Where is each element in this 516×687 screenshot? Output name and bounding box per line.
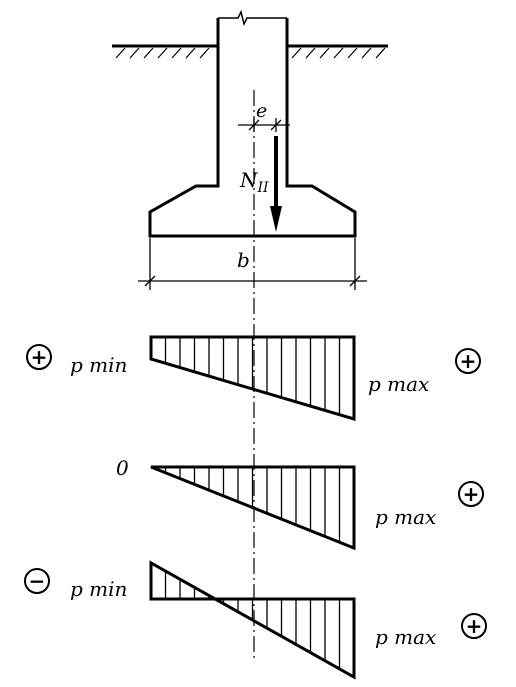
ground-hatch-line [143,47,154,59]
ground-hatch-line [347,47,358,59]
sign-right-2: + [463,482,480,506]
ground-hatch-line [157,47,168,59]
ground-hatching [115,47,386,59]
eccentricity-label: e [256,100,267,122]
ground-hatch-line [375,47,386,59]
sign-left-1: + [31,345,48,369]
sign-right-3: + [466,614,483,638]
ground-hatch-line [115,47,126,59]
eccentricity-dimension [238,118,290,132]
p-max-label-3: p max [375,625,436,649]
hatching-trapezoid [164,337,341,415]
load-arrow [270,136,282,232]
sign-circle-right-1 [455,348,481,374]
sign-circle-right-3 [461,613,487,639]
p-min-label-1: p min [70,353,127,377]
pressure-diagram-with-tension: − p min p max + [24,560,487,680]
footing-outline [148,18,357,238]
ground-hatch-line [319,47,330,59]
ground-hatch-line [185,47,196,59]
p-max-label-2: p max [375,505,436,529]
outline-tension [149,560,356,680]
p-min-label-3: p min [70,577,127,601]
ground-hatch-line [333,47,344,59]
sign-circle-left-1 [26,344,52,370]
sign-circle-right-2 [458,481,484,507]
ground-hatch-line [361,47,372,59]
pressure-diagram-triangle: 0 p max + [116,456,484,551]
ground-hatch-line [199,47,210,59]
load-label: NII [239,168,269,196]
sign-circle-left-3 [24,568,50,594]
ground-hatch-line [291,47,302,59]
outline-trapezoid [149,335,356,422]
zero-label: 0 [116,456,129,480]
foundation-section [112,9,388,238]
sign-right-1: + [460,349,477,373]
ground-hatch-line [171,47,182,59]
column-break-line [218,9,287,27]
outline-triangle [150,465,356,551]
ground-hatch-line [129,47,140,59]
p-max-label-1: p max [368,372,429,396]
width-dimension [138,238,367,290]
sign-left-3: − [29,569,46,593]
ground-hatch-line [305,47,316,59]
pressure-diagram-trapezoid: + p min p max + [26,335,481,422]
width-label: b [237,248,250,272]
